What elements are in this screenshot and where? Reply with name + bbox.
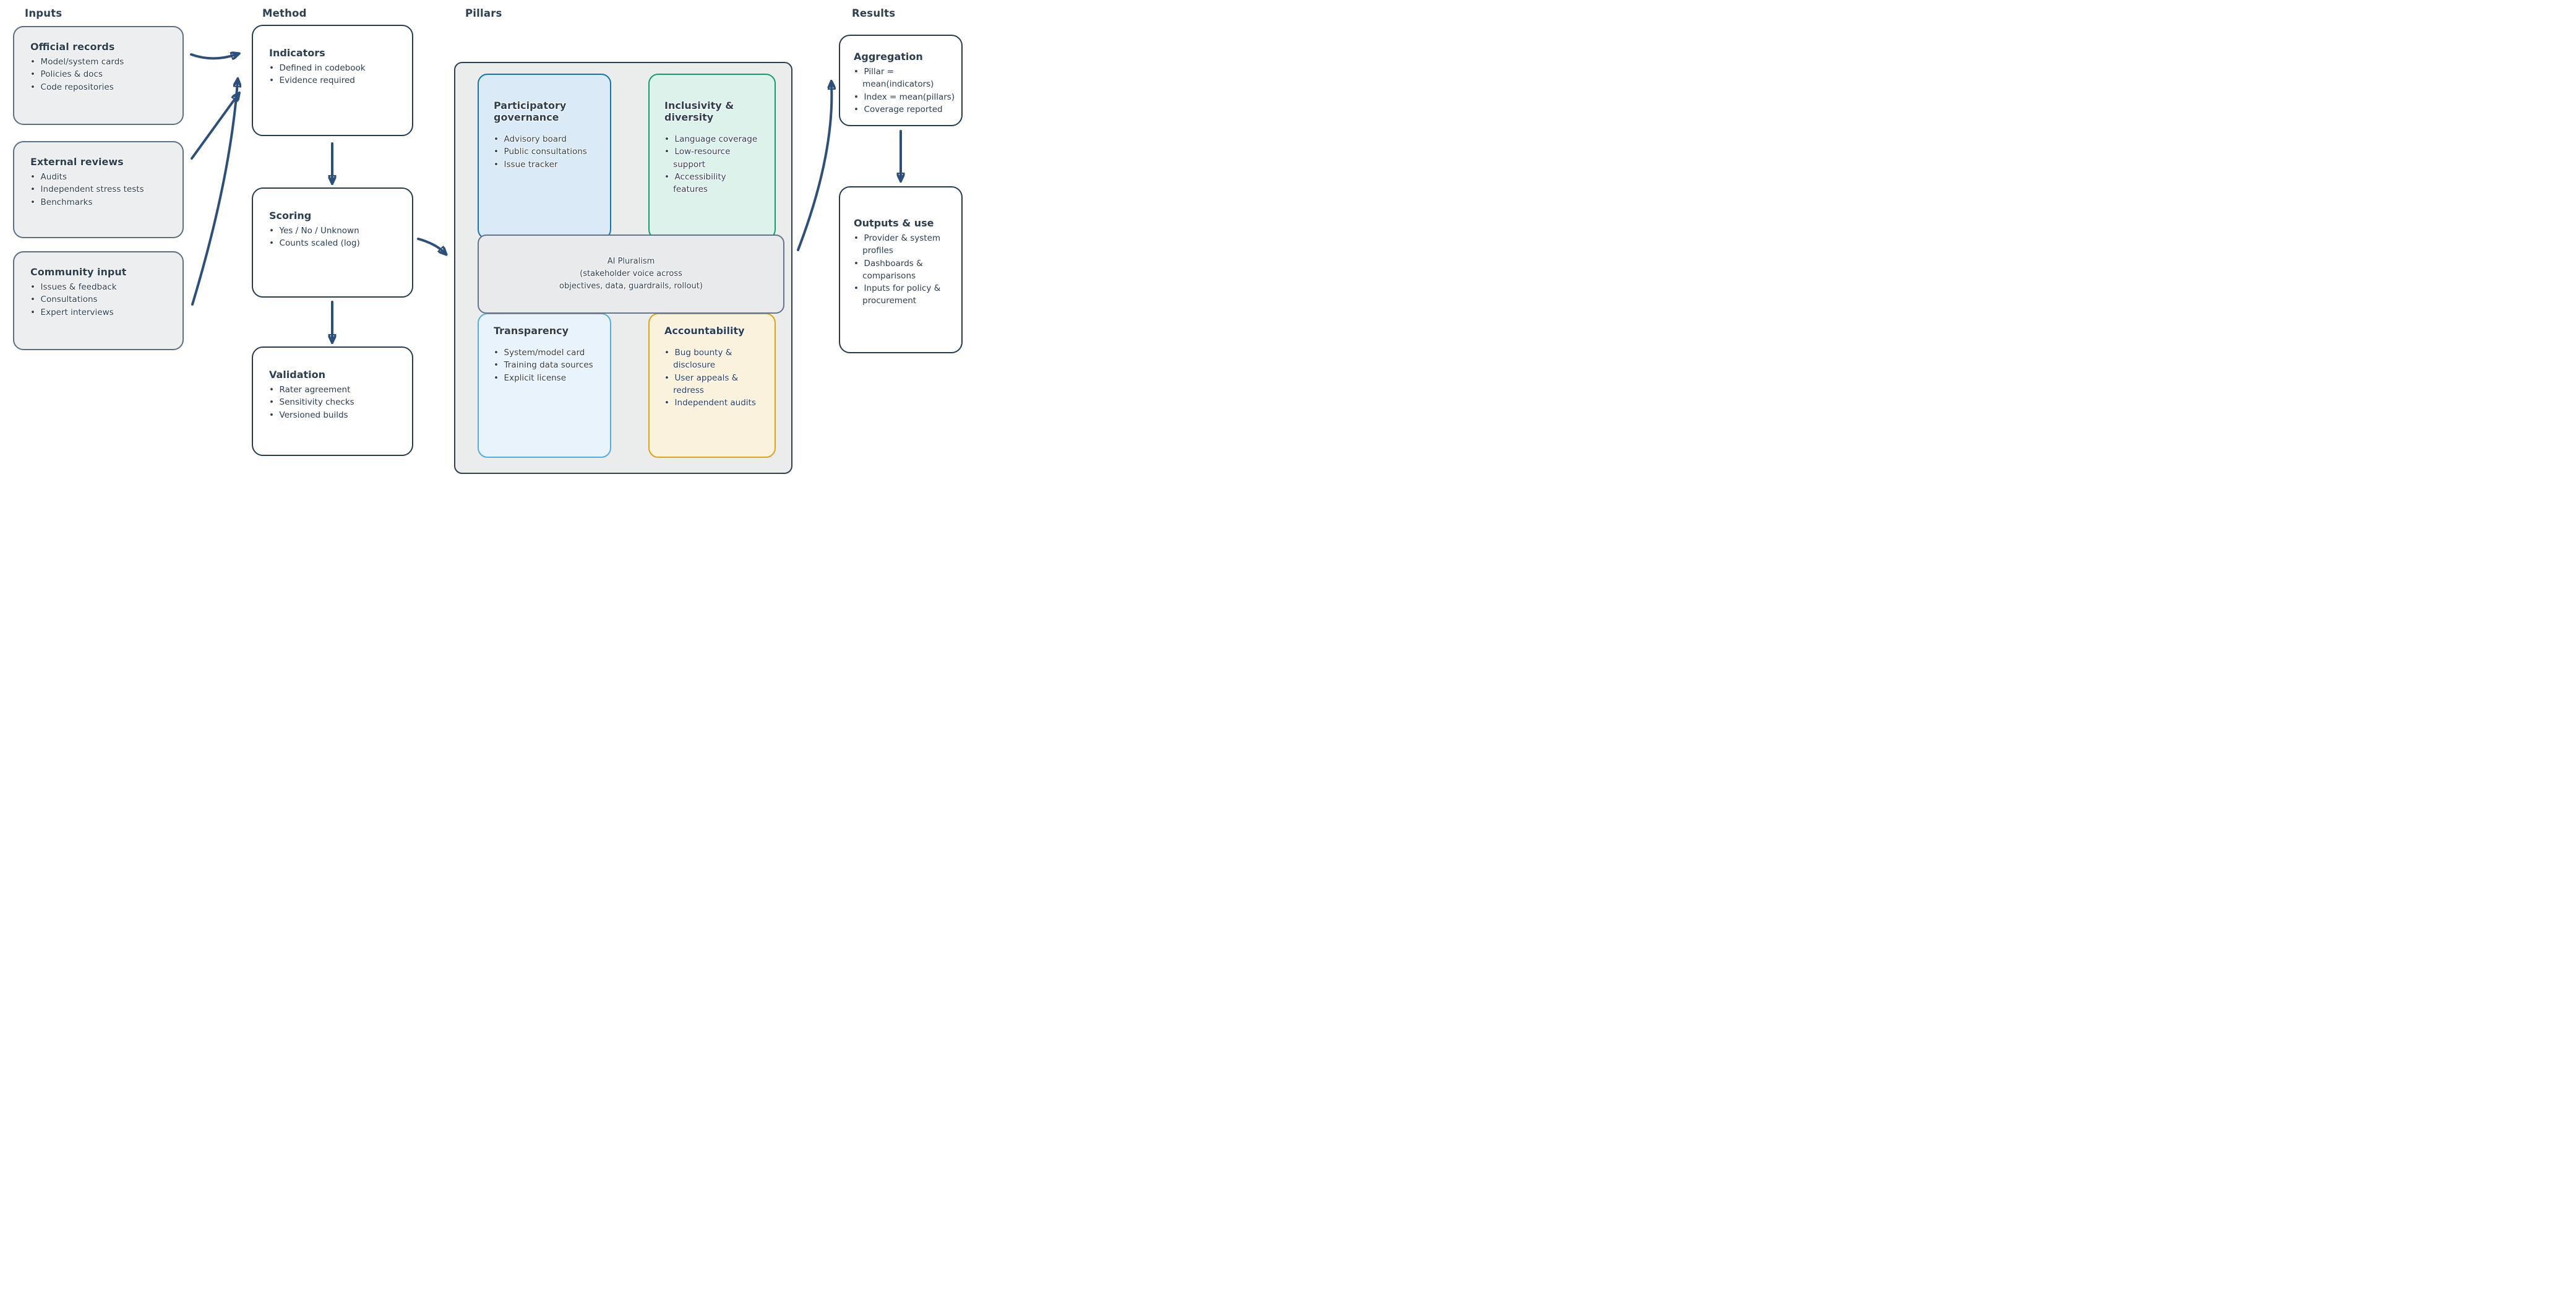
validation-title: Validation [269, 369, 326, 381]
inputs-column-label: Inputs [25, 7, 62, 19]
official-records-title: Official records [30, 41, 115, 53]
arrow-pillars-to-aggregation [797, 84, 831, 251]
list-item: Evidence required [269, 74, 402, 87]
external-reviews-bullets: Audits Independent stress tests Benchmar… [30, 171, 173, 209]
list-item: Counts scaled (log) [269, 237, 402, 249]
list-item: Sensitivity checks [269, 396, 402, 408]
inclusivity-diversity-box: Inclusivity & diversity Language coverag… [648, 74, 776, 239]
ai-pluralism-line: AI Pluralism [607, 256, 655, 266]
official-records-box: Official records Model/system cards Poli… [13, 26, 184, 125]
list-item: Coverage reported [854, 103, 955, 116]
ai-pluralism-line: objectives, data, guardrails, rollout) [559, 282, 703, 291]
diagram-canvas: Inputs Method Pillars Results Official r… [0, 0, 970, 491]
external-reviews-box: External reviews Audits Independent stre… [13, 141, 184, 238]
community-input-box: Community input Issues & feedback Consul… [13, 251, 184, 350]
list-item: Provider & system profiles [854, 232, 955, 257]
outputs-use-bullets: Provider & system profiles Dashboards & … [854, 232, 955, 307]
list-item: Rater agreement [269, 384, 402, 396]
list-item: Expert interviews [30, 306, 173, 319]
accountability-title: Accountability [664, 325, 745, 337]
list-item: Advisory board [494, 133, 596, 145]
list-item: Inputs for policy & procurement [854, 282, 955, 307]
list-item: Versioned builds [269, 409, 402, 421]
list-item: Code repositories [30, 81, 173, 93]
list-item: Dashboards & comparisons [854, 257, 955, 283]
list-item: Public consultations [494, 145, 596, 158]
results-column-label: Results [852, 7, 896, 19]
scoring-title: Scoring [269, 210, 312, 221]
list-item: Audits [30, 171, 173, 183]
list-item: Language coverage [664, 133, 762, 145]
validation-box: Validation Rater agreement Sensitivity c… [252, 346, 413, 456]
community-input-title: Community input [30, 266, 127, 278]
outputs-use-box: Outputs & use Provider & system profiles… [839, 186, 963, 353]
arrow-community-to-indicators [191, 82, 238, 306]
accountability-box: Accountability Bug bounty & disclosure U… [648, 313, 776, 458]
arrow-scoring-to-pillars [417, 238, 444, 252]
list-item: Index = mean(pillars) [854, 91, 955, 103]
arrow-official-to-indicators [190, 54, 236, 58]
list-item: Low-resource support [664, 145, 762, 171]
list-item: Training data sources [494, 359, 596, 371]
inclusivity-diversity-title: Inclusivity & diversity [664, 100, 734, 123]
list-item: Policies & docs [30, 68, 173, 80]
transparency-box: Transparency System/model card Training … [478, 313, 611, 458]
list-item: Pillar = mean(indicators) [854, 66, 955, 91]
list-item: Issue tracker [494, 158, 596, 171]
indicators-bullets: Defined in codebook Evidence required [269, 62, 402, 87]
indicators-title: Indicators [269, 47, 325, 59]
indicators-box: Indicators Defined in codebook Evidence … [252, 25, 413, 136]
transparency-bullets: System/model card Training data sources … [494, 346, 598, 384]
pillars-column-label: Pillars [465, 7, 502, 19]
participatory-governance-box: Participatory governance Advisory board … [478, 74, 611, 239]
transparency-title: Transparency [494, 325, 569, 337]
aggregation-bullets: Pillar = mean(indicators) Index = mean(p… [854, 66, 955, 116]
external-reviews-title: External reviews [30, 156, 124, 168]
participatory-governance-bullets: Advisory board Public consultations Issu… [494, 133, 598, 171]
outputs-use-title: Outputs & use [854, 217, 934, 229]
list-item: Consultations [30, 293, 173, 306]
arrow-external-to-indicators [191, 95, 238, 160]
list-item: Yes / No / Unknown [269, 225, 402, 237]
list-item: User appeals & redress [664, 372, 762, 397]
validation-bullets: Rater agreement Sensitivity checks Versi… [269, 384, 402, 421]
list-item: Defined in codebook [269, 62, 402, 74]
list-item: Issues & feedback [30, 281, 173, 293]
scoring-box: Scoring Yes / No / Unknown Counts scaled… [252, 187, 413, 298]
accountability-bullets: Bug bounty & disclosure User appeals & r… [664, 346, 762, 409]
ai-pluralism-line: (stakeholder voice across [580, 269, 682, 278]
official-records-bullets: Model/system cards Policies & docs Code … [30, 56, 173, 93]
method-column-label: Method [262, 7, 307, 19]
list-item: Independent audits [664, 397, 762, 409]
aggregation-box: Aggregation Pillar = mean(indicators) In… [839, 35, 963, 126]
list-item: Bug bounty & disclosure [664, 346, 762, 372]
list-item: Model/system cards [30, 56, 173, 68]
community-input-bullets: Issues & feedback Consultations Expert i… [30, 281, 173, 319]
pillars-container: Participatory governance Advisory board … [454, 62, 792, 474]
aggregation-title: Aggregation [854, 51, 923, 62]
list-item: Independent stress tests [30, 183, 173, 196]
list-item: Explicit license [494, 372, 596, 384]
participatory-governance-title: Participatory governance [494, 100, 567, 123]
list-item: Accessibility features [664, 171, 762, 196]
list-item: Benchmarks [30, 196, 173, 209]
list-item: System/model card [494, 346, 596, 359]
ai-pluralism-box: AI Pluralism (stakeholder voice across o… [478, 234, 784, 314]
scoring-bullets: Yes / No / Unknown Counts scaled (log) [269, 225, 402, 250]
inclusivity-diversity-bullets: Language coverage Low-resource support A… [664, 133, 762, 196]
